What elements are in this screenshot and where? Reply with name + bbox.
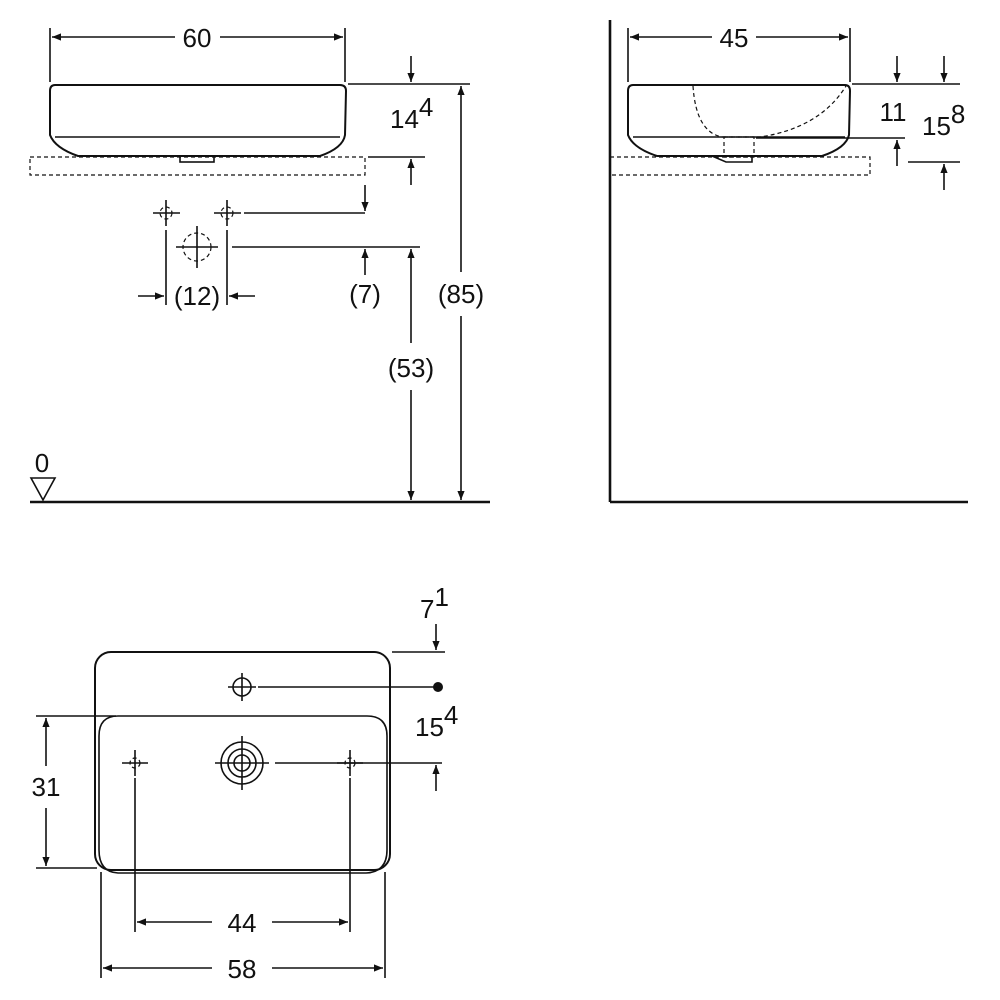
- bowl-depth-label: 31: [32, 772, 61, 802]
- tap-cross-right: [214, 200, 241, 226]
- tap-hole-offset-label: 154: [415, 700, 458, 742]
- inner-width-label: 44: [228, 908, 257, 938]
- front-width-label: 60: [183, 23, 212, 53]
- tap-cross-left: [153, 200, 180, 226]
- drain-position: [176, 226, 218, 268]
- tap-hole: [228, 673, 256, 701]
- inner-bowl-profile: [692, 85, 847, 138]
- basin-side-body: [627, 84, 852, 157]
- fixing-cross-left: [122, 750, 148, 776]
- top-view: 71 154 31 44 58: [32, 582, 459, 984]
- outer-height-label: 158: [922, 99, 965, 141]
- side-depth-label: 45: [720, 23, 749, 53]
- countertop-outline: [29, 156, 366, 176]
- floor-level-label: 0: [35, 448, 49, 478]
- inner-bowl-outline: [98, 715, 388, 874]
- side-drain-outlet: [711, 155, 753, 163]
- inner-height-label: 11: [880, 97, 907, 127]
- drain-outlet: [179, 155, 215, 163]
- rim-offset-label: 71: [420, 582, 449, 624]
- total-height-label: (85): [438, 279, 484, 309]
- drain-height-label: (53): [388, 353, 434, 383]
- outer-width-label: 58: [228, 954, 257, 984]
- tap-spacing-label: (12): [174, 281, 220, 311]
- side-countertop-outline: [609, 156, 871, 176]
- floor-level-triangle-icon: [29, 477, 57, 502]
- bowl-height-label: 144: [390, 92, 433, 134]
- top-drain: [215, 736, 269, 790]
- basin-front-body: [49, 84, 348, 157]
- front-view: 60 144 (7: [29, 23, 490, 504]
- tap-hole-reference-dot: [433, 682, 443, 692]
- side-view: 45 11 158: [608, 20, 968, 504]
- tap-offset-label: (7): [349, 279, 381, 309]
